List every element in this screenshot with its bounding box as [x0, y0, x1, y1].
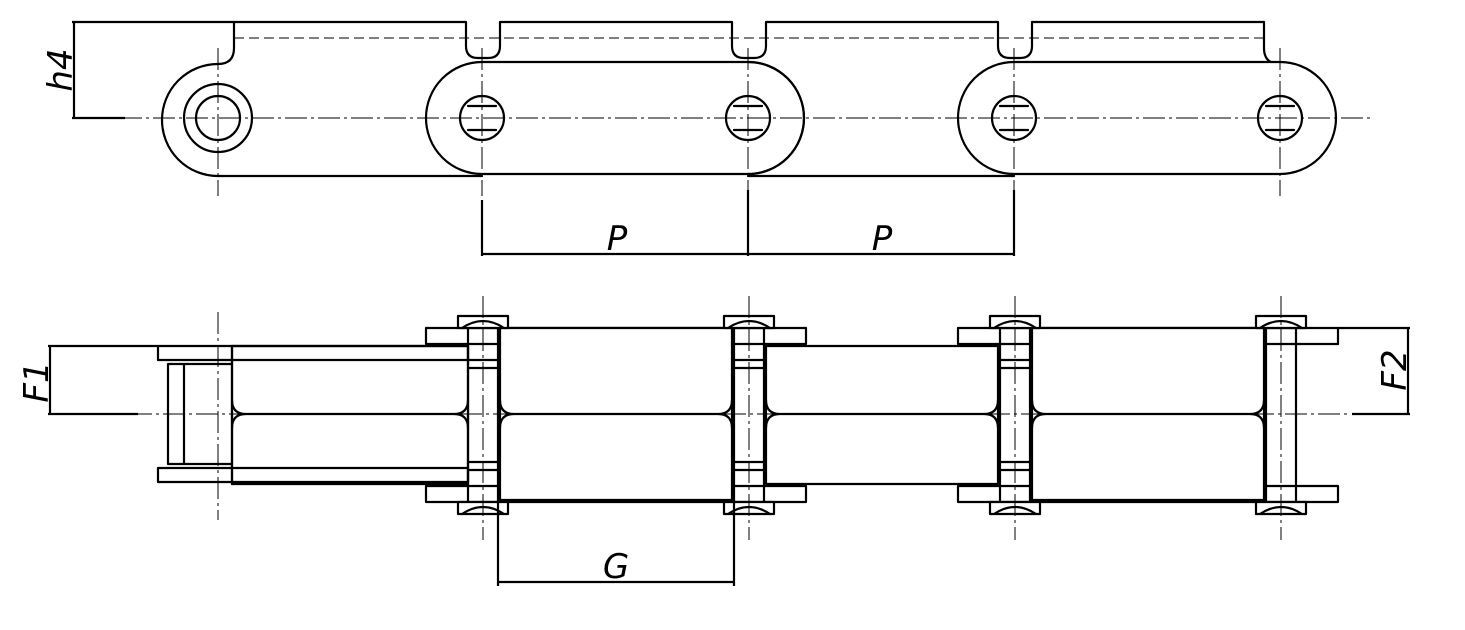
g-label: G	[603, 547, 629, 587]
inner-link-side	[764, 344, 1000, 486]
inner-plate-top	[156, 344, 470, 362]
end-link-outline	[160, 62, 484, 178]
side-view: h4 P P	[41, 20, 1370, 259]
h4-label: h4	[41, 48, 81, 91]
f1-label: F1	[17, 361, 57, 402]
inner-plate-bottom	[156, 466, 470, 484]
g-dimension: G	[496, 500, 736, 587]
f1-dimension: F1	[17, 344, 158, 416]
end-bracket	[166, 344, 234, 486]
f2-dimension: F2	[1338, 326, 1415, 416]
plan-view: F1 F2 G	[17, 296, 1415, 587]
attachment-lug-outline	[216, 20, 1282, 66]
inner-link-arc	[746, 60, 806, 176]
pitch-dimension: P P	[480, 190, 1016, 259]
f2-label: F2	[1375, 349, 1415, 390]
pitch-label-right: P	[872, 219, 893, 259]
pitch-label-left: P	[607, 219, 628, 259]
h4-dimension: h4	[41, 20, 234, 120]
